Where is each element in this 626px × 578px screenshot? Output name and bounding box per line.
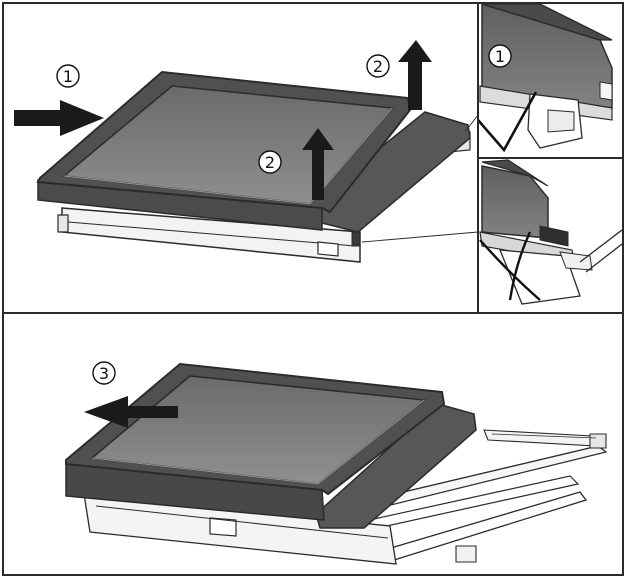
step2b-label: 2 (258, 150, 282, 174)
push-arrow-icon (14, 100, 104, 136)
step3-number: 3 (99, 364, 109, 383)
lift-arrow-back-icon (398, 40, 432, 110)
check-wire (479, 91, 538, 153)
pull-arrow-icon (84, 396, 178, 428)
callout-line-lower (361, 231, 479, 243)
inset-step1-number: 1 (495, 47, 505, 66)
step2a-number: 2 (373, 57, 383, 76)
lift-arrow-front-icon (302, 128, 334, 200)
step2a-label: 2 (366, 54, 390, 78)
cross-wire-b (508, 231, 532, 301)
step3-label: 3 (92, 361, 116, 385)
step1-label: 1 (56, 64, 80, 88)
callout-line-upper (464, 114, 479, 133)
inset-step1-label: 1 (488, 44, 512, 68)
bottom-panel: 3 (65, 361, 608, 565)
bottom-rails (83, 429, 608, 565)
step2b-number: 2 (265, 153, 275, 172)
step1-number: 1 (63, 67, 73, 86)
bottom-shelf (65, 362, 477, 529)
top-panel: 1 2 2 (14, 40, 479, 263)
inset-lower (479, 159, 622, 305)
cross-wire-a (479, 239, 541, 301)
inset-upper: 1 (479, 4, 613, 153)
